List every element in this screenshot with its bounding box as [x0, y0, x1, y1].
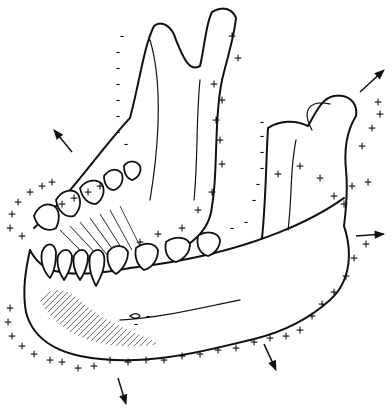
- plus-mark: +: [308, 309, 316, 324]
- plus-mark: +: [368, 121, 376, 136]
- minus-mark: -: [118, 29, 126, 44]
- plus-mark: +: [58, 355, 66, 370]
- plus-mark: +: [8, 207, 16, 222]
- plus-mark: +: [350, 251, 358, 266]
- plus-mark: +: [58, 197, 66, 212]
- plus-mark: +: [218, 157, 226, 172]
- plus-mark: +: [38, 179, 46, 194]
- plus-mark: +: [6, 221, 14, 236]
- plus-mark: +: [4, 315, 12, 330]
- plus-mark: +: [362, 237, 370, 252]
- arrow-upper-right: [360, 70, 384, 92]
- minus-mark: -: [208, 247, 216, 262]
- minus-mark: -: [144, 309, 152, 324]
- plus-mark: +: [234, 51, 242, 66]
- minus-mark: -: [250, 193, 258, 208]
- minus-mark: -: [114, 61, 122, 76]
- minus-mark: -: [114, 125, 122, 140]
- plus-mark: +: [210, 77, 218, 92]
- arrow-upper-left: [54, 130, 72, 152]
- plus-mark: +: [90, 359, 98, 374]
- minus-mark: -: [258, 115, 266, 130]
- minus-mark: -: [114, 109, 122, 124]
- plus-mark: +: [330, 285, 338, 300]
- plus-mark: +: [26, 185, 34, 200]
- minus-mark: -: [132, 317, 140, 332]
- plus-mark: +: [8, 329, 16, 344]
- plus-mark: +: [136, 235, 144, 250]
- plus-mark: +: [124, 355, 132, 370]
- plus-mark: +: [196, 347, 204, 362]
- plus-mark: +: [6, 301, 14, 316]
- plus-mark: +: [48, 175, 56, 190]
- plus-mark: +: [212, 113, 220, 128]
- plus-mark: +: [274, 167, 282, 182]
- plus-mark: +: [296, 159, 304, 174]
- plus-mark: +: [232, 341, 240, 356]
- minus-mark: -: [258, 129, 266, 144]
- plus-mark: +: [250, 335, 258, 350]
- plus-mark: +: [342, 269, 350, 284]
- minus-mark: -: [228, 241, 236, 256]
- plus-mark: +: [30, 347, 38, 362]
- plus-mark: +: [348, 179, 356, 194]
- arrow-bottom: [118, 378, 126, 404]
- plus-mark: +: [374, 95, 382, 110]
- plus-mark: +: [160, 353, 168, 368]
- teeth: [34, 162, 220, 287]
- plus-mark: +: [282, 329, 290, 344]
- minus-mark: -: [254, 177, 262, 192]
- minus-mark: -: [258, 161, 266, 176]
- plus-mark: +: [178, 221, 186, 236]
- plus-mark: +: [218, 93, 226, 108]
- plus-mark: +: [154, 227, 162, 242]
- plus-mark: +: [142, 353, 150, 368]
- plus-mark: +: [340, 197, 348, 212]
- plus-mark: +: [96, 179, 104, 194]
- minus-mark: -: [114, 45, 122, 60]
- minus-mark: -: [114, 77, 122, 92]
- plus-mark: +: [46, 353, 54, 368]
- plus-mark: +: [106, 353, 114, 368]
- minus-mark: -: [228, 221, 236, 236]
- left-ramus: [34, 9, 236, 260]
- plus-mark: +: [296, 323, 304, 338]
- plus-mark: +: [70, 191, 78, 206]
- plus-mark: +: [214, 343, 222, 358]
- plus-mark: +: [358, 139, 366, 154]
- plus-mark: +: [84, 185, 92, 200]
- plus-mark: +: [194, 203, 202, 218]
- plus-mark: +: [18, 229, 26, 244]
- minus-mark: -: [258, 145, 266, 160]
- arrow-right: [356, 234, 384, 236]
- plus-mark: +: [74, 361, 82, 376]
- minus-mark: -: [242, 215, 250, 230]
- plus-mark: +: [330, 189, 338, 204]
- minus-mark: -: [114, 93, 122, 108]
- plus-mark: +: [318, 297, 326, 312]
- plus-mark: +: [208, 185, 216, 200]
- plus-mark: +: [178, 349, 186, 364]
- plus-mark: +: [266, 331, 274, 346]
- minus-mark: -: [122, 137, 130, 152]
- plus-mark: +: [18, 339, 26, 354]
- plus-mark: +: [364, 175, 372, 190]
- plus-mark: +: [316, 171, 324, 186]
- plus-mark: +: [216, 133, 224, 148]
- plus-mark: +: [228, 29, 236, 44]
- arrow-bottom-right: [264, 344, 276, 370]
